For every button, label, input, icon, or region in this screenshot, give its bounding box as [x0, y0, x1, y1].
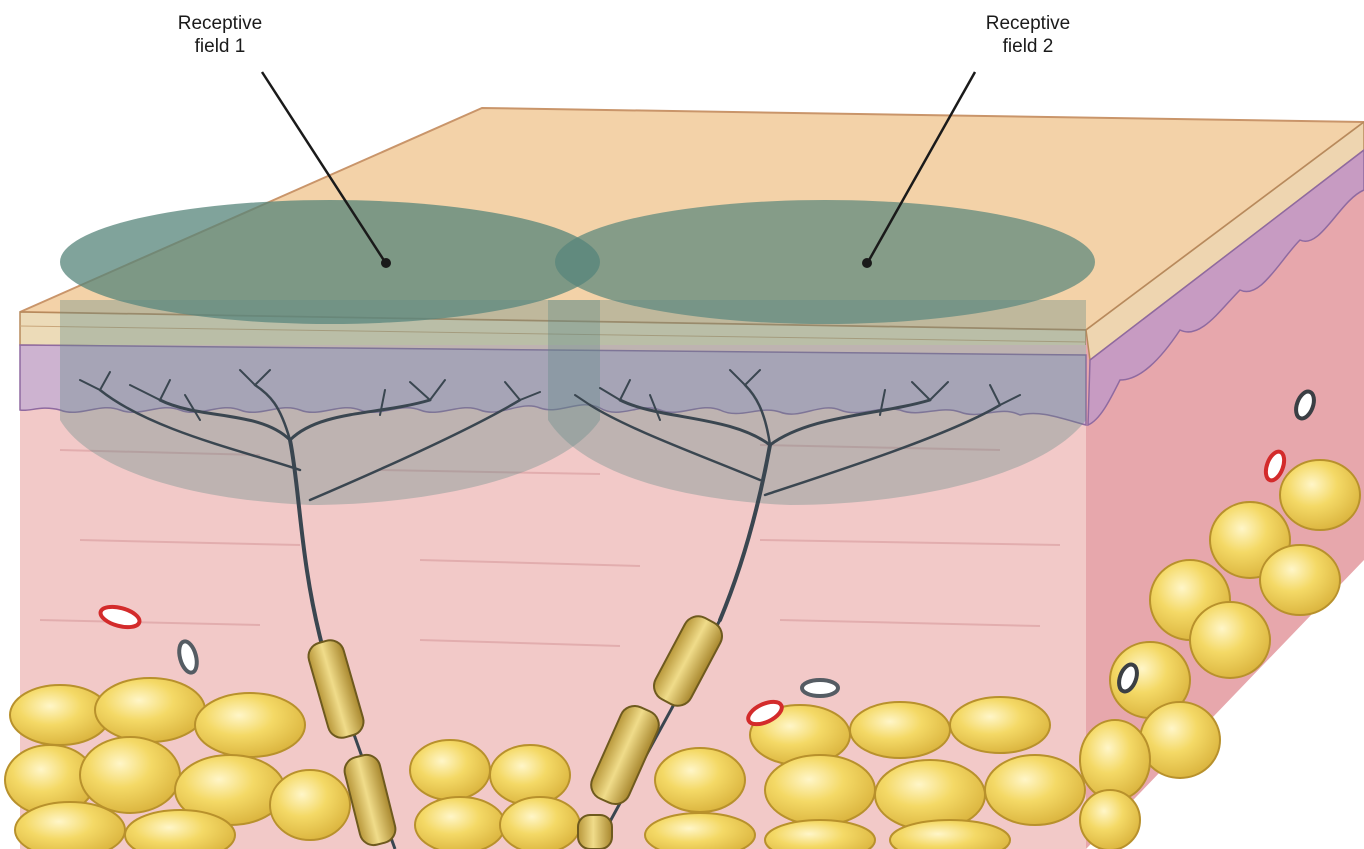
leader-dot-2: [862, 258, 872, 268]
gray-blood-vessel-icon: [802, 680, 838, 696]
receptive-field-1-label: Receptive field 1: [150, 12, 290, 58]
receptive-field-2-label: Receptive field 2: [958, 12, 1098, 58]
leader-dot-1: [381, 258, 391, 268]
